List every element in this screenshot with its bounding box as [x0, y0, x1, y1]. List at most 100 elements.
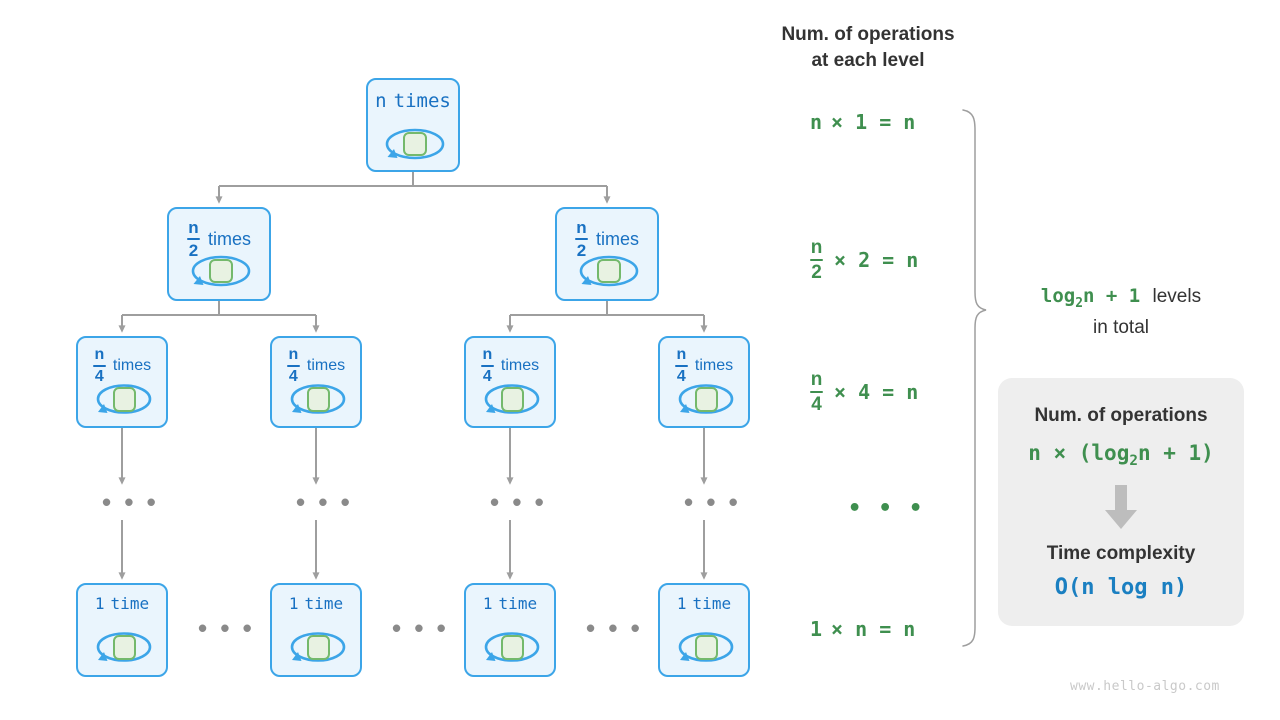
node-unit: times [112, 356, 152, 374]
fraction-numerator: n [188, 218, 199, 237]
card-formula-lead: n × (log [1028, 441, 1130, 465]
summary-card: Num. of operations n × (log2n + 1) Time … [998, 378, 1244, 626]
node-label: n 4 times [480, 347, 540, 385]
heading-line-1: Num. of operations [781, 24, 955, 45]
loop-icon [290, 384, 346, 414]
node-unit: time [304, 594, 344, 613]
fraction-denominator: 4 [288, 367, 298, 385]
levels-formula: log2n + 1 [1040, 285, 1141, 311]
tree-node-leaf-1: 1 time [76, 583, 168, 677]
vertical-ellipsis-1: • • • [102, 487, 159, 517]
fraction-numerator: n [676, 346, 687, 363]
vertical-ellipsis-4: • • • [684, 487, 741, 517]
brace-icon [962, 109, 987, 647]
node-label: 1 time [289, 596, 343, 612]
fraction: n 2 [574, 218, 588, 259]
node-unit: times [306, 356, 346, 374]
tree-node-level2-right: n 2 times [555, 207, 659, 301]
op-rest: × 1 = n [831, 110, 916, 134]
loop-icon [678, 632, 734, 662]
node-count: 1 [482, 594, 493, 613]
node-unit: times [207, 228, 251, 249]
fraction-numerator: n [810, 369, 823, 390]
operations-row-ellipsis: • • • [848, 496, 925, 521]
node-label: n 2 times [186, 218, 251, 259]
fraction-denominator: 4 [676, 367, 686, 385]
tree-node-level3-4: n 4 times [658, 336, 750, 428]
levels-formula-log: log [1040, 285, 1076, 307]
node-label: n 4 times [286, 347, 346, 385]
fraction-bar [810, 390, 823, 393]
fraction-denominator: 4 [94, 367, 104, 385]
node-label: 1 time [677, 596, 731, 612]
vertical-ellipsis-3: • • • [490, 487, 547, 517]
loop-icon [678, 384, 734, 414]
node-count: 1 [94, 594, 105, 613]
card-formula-base: 2 [1129, 453, 1138, 470]
loop-icon [579, 255, 639, 287]
node-label: n 4 times [674, 346, 734, 385]
fraction: n 4 [810, 370, 823, 414]
loop-icon [484, 632, 540, 662]
operations-row-2: n 2 × 2 = n [810, 238, 918, 282]
fraction: n 4 [674, 346, 688, 385]
node-unit: times [500, 356, 540, 374]
tree-node-level2-left: n 2 times [167, 207, 271, 301]
tree-node-leaf-3: 1 time [464, 583, 556, 677]
operations-row-1: n × 1 = n [810, 112, 915, 132]
node-count: n [375, 90, 387, 112]
levels-label-2: in total [1093, 316, 1149, 338]
node-label: 1 time [95, 596, 149, 612]
levels-formula-rest: n + 1 [1083, 285, 1141, 307]
node-unit: times [694, 356, 734, 374]
loop-icon [96, 384, 152, 414]
leaf-ellipsis-2: • • • [392, 613, 449, 643]
down-arrow-icon [1105, 485, 1137, 530]
tree-node-level3-2: n 4 times [270, 336, 362, 428]
fraction-denominator: 4 [811, 393, 822, 415]
node-unit: time [498, 594, 538, 613]
fraction: n 2 [810, 238, 823, 282]
leaf-ellipsis-3: • • • [586, 613, 643, 643]
levels-label: levels [1152, 286, 1202, 307]
fraction: n 4 [92, 346, 106, 385]
node-unit: times [393, 90, 451, 112]
levels-total-note: log2n + 1 levels in total [1000, 283, 1242, 341]
operations-row-3: n 4 × 4 = n [810, 370, 918, 414]
loop-icon [96, 632, 152, 662]
card-complexity-result: O(n log n) [1054, 575, 1188, 601]
op-lead: 1 [810, 617, 823, 641]
watermark: www.hello-algo.com [1070, 679, 1220, 694]
tree-node-level1: n times [366, 78, 460, 172]
node-label: 1 time [483, 596, 537, 612]
loop-icon [191, 255, 251, 287]
fraction-bar [186, 237, 200, 240]
op-rest: × 2 = n [834, 247, 919, 272]
loop-icon [484, 384, 540, 414]
card-formula-rest: n + 1) [1137, 441, 1214, 465]
fraction-bar [480, 364, 494, 367]
node-unit: time [692, 594, 732, 613]
fraction-bar [286, 364, 300, 367]
loop-icon [385, 128, 445, 160]
fraction-bar [92, 364, 106, 367]
fraction: n 2 [186, 218, 200, 259]
fraction-denominator: 4 [482, 367, 492, 385]
node-count: 1 [676, 594, 687, 613]
card-title-complexity: Time complexity [1046, 543, 1196, 565]
fraction: n 4 [480, 347, 494, 385]
operations-column-heading: Num. of operations at each level [760, 22, 976, 73]
heading-line-2: at each level [811, 49, 925, 71]
fraction-numerator: n [94, 346, 105, 363]
loop-icon [290, 632, 346, 662]
node-label: n 4 times [92, 346, 152, 385]
tree-node-level3-1: n 4 times [76, 336, 168, 428]
fraction-bar [574, 237, 588, 240]
node-label: n times [375, 92, 451, 111]
card-operations-formula: n × (log2n + 1) [1028, 441, 1214, 469]
vertical-ellipsis-2: • • • [296, 487, 353, 517]
tree-node-level3-3: n 4 times [464, 336, 556, 428]
fraction-numerator: n [576, 218, 587, 237]
node-unit: times [595, 228, 639, 249]
